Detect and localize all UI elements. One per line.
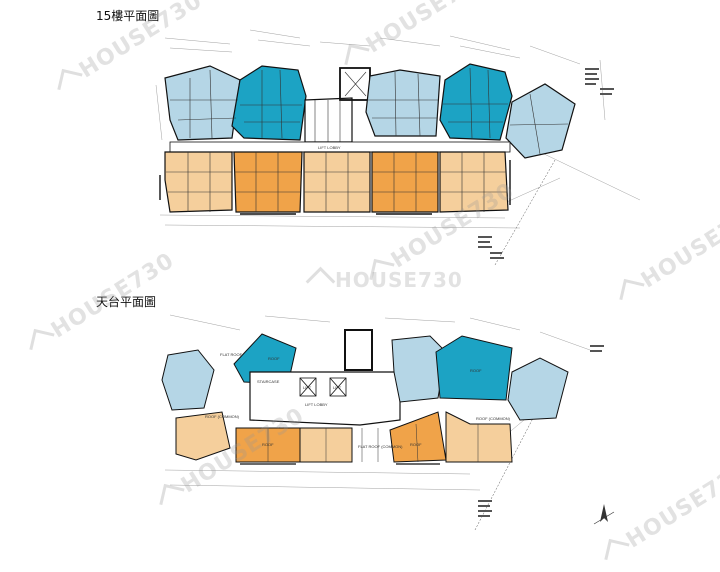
roof-plan: LIFT LOBBY LIFT LIFT STAIRCASE ROOF (COM… (161, 314, 604, 531)
roof-lift-label-1: LIFT (303, 385, 312, 390)
roof-plan-title: 天台平面圖 (96, 295, 157, 309)
flat-roof-label: FLAT ROOF (220, 352, 243, 357)
floor15-plan-title: 15樓平面圖 (96, 9, 160, 23)
roof-label-teal-right: ROOF (470, 368, 482, 373)
floor-plans: LIFT LOBBY (155, 29, 641, 531)
roof-lift-lobby-label: LIFT LOBBY (305, 402, 328, 407)
roof-label-teal-left: ROOF (268, 356, 280, 361)
roof-common-label-right: ROOF (COMMON) (476, 416, 511, 421)
roof-label-orange-1: ROOF (262, 442, 274, 447)
roof-label-orange-2: ROOF (410, 442, 422, 447)
floor15-plan: LIFT LOBBY (155, 29, 641, 266)
roof-staircase-label: STAIRCASE (257, 379, 280, 384)
roof-lift-label-2: LIFT (333, 385, 342, 390)
north-arrow-icon (593, 504, 615, 525)
house-logo-icon (604, 538, 630, 564)
floor15-lift-lobby-label: LIFT LOBBY (318, 145, 341, 150)
roof-common-label-left: ROOF (COMMON) (205, 414, 240, 419)
roof-common-flat-label: FLAT ROOF (COMMON) (358, 444, 403, 449)
